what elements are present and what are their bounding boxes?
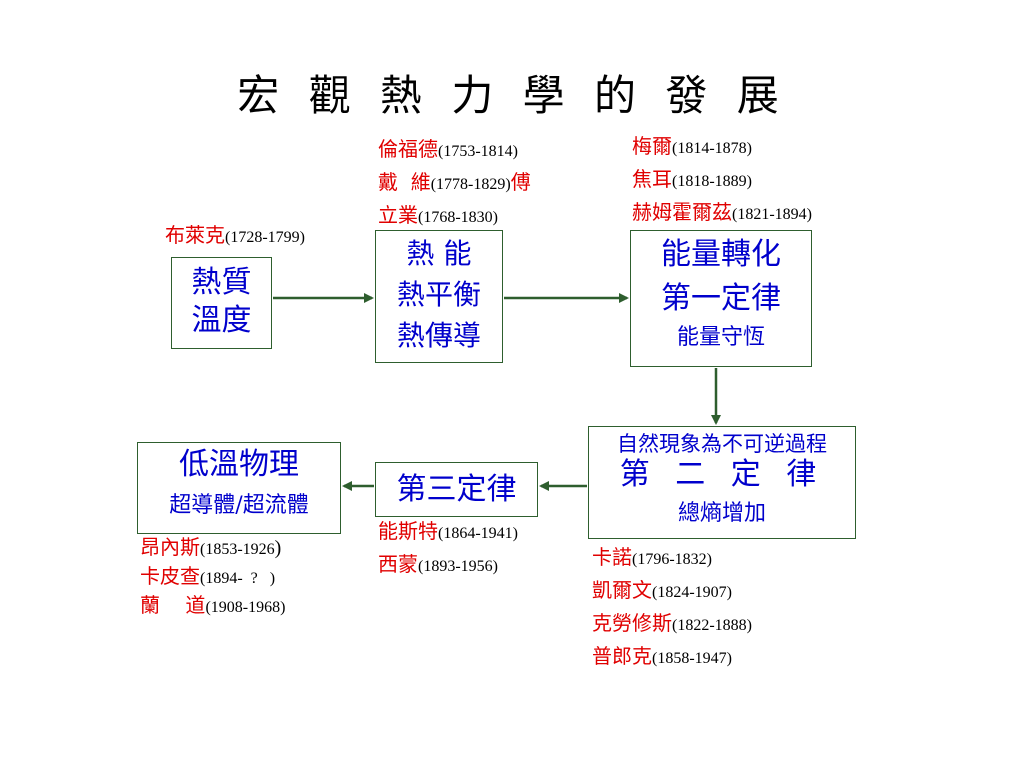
box-line: 能量守恆 — [676, 325, 765, 350]
third-law-box: 第三定律 — [375, 462, 538, 517]
scientist-entry: 卡皮查(1894- ? ) — [140, 564, 276, 588]
scientist-entry: 布萊克(1728-1799) — [165, 223, 305, 247]
scientist-entry: 克勞修斯(1822-1888) — [592, 611, 752, 635]
box-line: 超導體/超流體 — [169, 493, 309, 518]
scientist-entry: 西蒙(1893-1956) — [378, 552, 498, 576]
first-law-box: 能量轉化 第一定律 能量守恆 — [630, 230, 812, 367]
scientist-group-second-law: 卡諾(1796-1832) 凱爾文(1824-1907) 克勞修斯(1822-1… — [592, 542, 752, 674]
box-line: 熱質 — [191, 265, 252, 300]
scientist-entry: 赫姆霍爾茲(1821-1894) — [632, 200, 812, 224]
box-line: 自然現象為不可逆過程 — [617, 432, 827, 456]
scientist-entry: 焦耳(1818-1889) — [632, 167, 752, 191]
low-temp-physics-box: 低溫物理 超導體/超流體 — [137, 442, 341, 534]
box-line: 第一定律 — [661, 281, 781, 316]
scientist-group-black: 布萊克(1728-1799) — [165, 220, 305, 253]
scientist-entry: 普郎克(1858-1947) — [592, 644, 732, 668]
box-line: 熱傳導 — [396, 319, 481, 352]
scientist-group-low-temp: 昂內斯(1853-1926) 卡皮查(1894- ? ) 蘭 道(1908-19… — [140, 534, 285, 621]
box-line: 熱 能 — [406, 237, 472, 270]
box-line: 溫度 — [191, 303, 252, 338]
second-law-box: 自然現象為不可逆過程 第 二 定 律 總熵增加 — [588, 426, 856, 539]
scientist-entry: 蘭 道(1908-1968) — [140, 593, 286, 617]
scientist-entry: 戴 維(1778-1829)傅 — [378, 170, 531, 194]
box-line: 總熵增加 — [677, 501, 766, 526]
scientist-entry: 梅爾(1814-1878) — [632, 134, 752, 158]
scientist-entry: 能斯特(1864-1941) — [378, 519, 518, 543]
caloric-temperature-box: 熱質 溫度 — [171, 257, 272, 349]
box-line: 熱平衡 — [396, 278, 481, 311]
page-title: 宏 觀 熱 力 學 的 發 展 — [237, 71, 787, 120]
box-line: 低溫物理 — [179, 447, 299, 482]
scientist-group-third-law: 能斯特(1864-1941) 西蒙(1893-1956) — [378, 516, 518, 582]
box-line: 能量轉化 — [661, 237, 781, 272]
scientist-entry: 昂內斯(1853-1926) — [140, 535, 282, 559]
scientist-entry: 倫福德(1753-1814) — [378, 137, 518, 161]
scientist-entry: 立業(1768-1830) — [378, 203, 498, 227]
scientist-entry: 卡諾(1796-1832) — [592, 545, 712, 569]
scientist-entry: 凱爾文(1824-1907) — [592, 578, 732, 602]
box-line: 第 二 定 律 — [619, 457, 825, 492]
scientist-group-heat: 倫福德(1753-1814) 戴 維(1778-1829)傅 立業(1768-1… — [378, 134, 531, 233]
box-line: 第三定律 — [396, 472, 517, 507]
heat-energy-box: 熱 能 熱平衡 熱傳導 — [375, 230, 503, 363]
scientist-group-energy: 梅爾(1814-1878) 焦耳(1818-1889) 赫姆霍爾茲(1821-1… — [632, 131, 812, 230]
